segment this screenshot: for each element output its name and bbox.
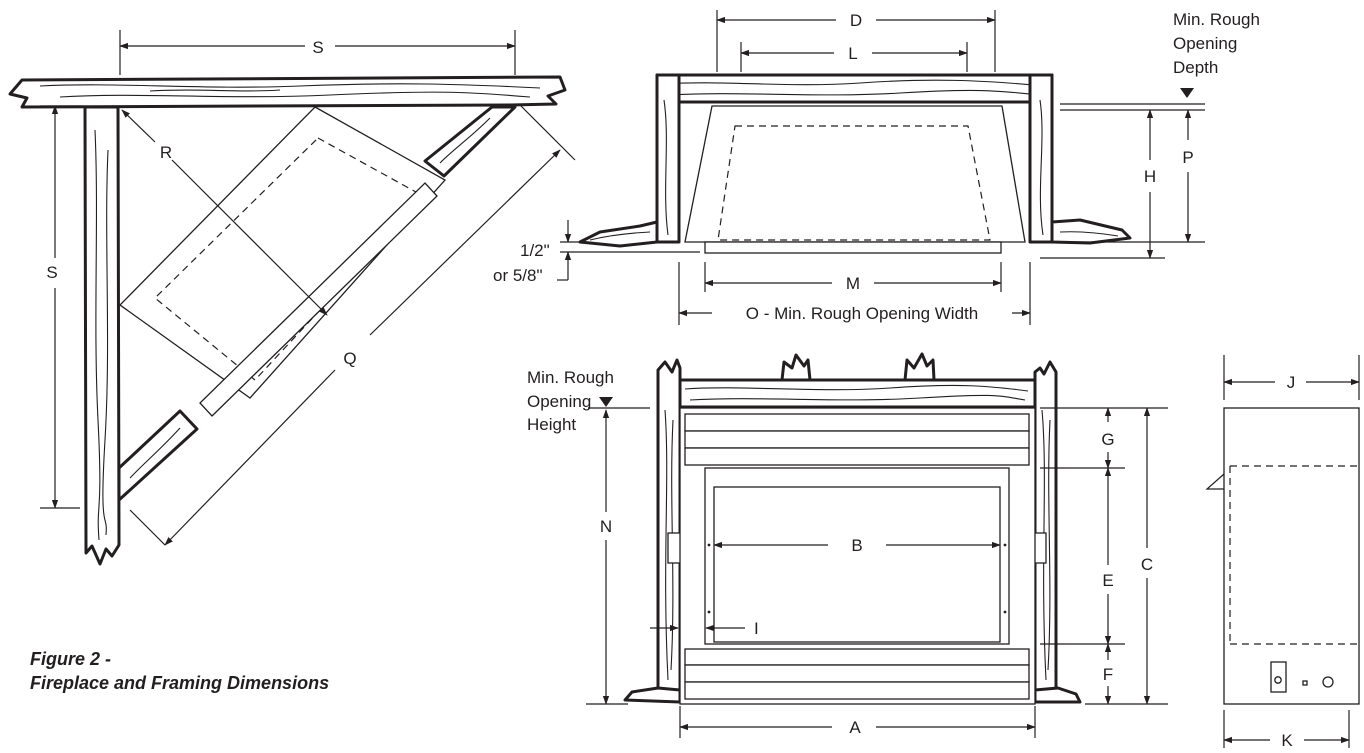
plan-header [655, 73, 1054, 104]
dim-i: I [754, 619, 759, 638]
dim-h: H [1144, 167, 1156, 186]
dim-g: G [1101, 430, 1114, 449]
left-stud [83, 105, 121, 566]
dim-c: C [1141, 555, 1153, 574]
side-view: J K [1205, 355, 1360, 750]
side-unit [1223, 407, 1360, 705]
header-beam [8, 75, 567, 109]
dim-l: L [848, 44, 857, 63]
dim-r: R [160, 143, 172, 162]
height-label-1: Min. Rough [527, 368, 614, 387]
depth-label-3: Depth [1173, 58, 1218, 77]
dim-j: J [1287, 373, 1296, 392]
front-header [675, 378, 1037, 409]
trim-label-a: 1/2" [520, 241, 550, 260]
upper-brace [423, 105, 517, 178]
dim-f: F [1103, 665, 1113, 684]
dim-n: N [600, 517, 612, 536]
dim-d: D [850, 11, 862, 30]
dim-p: P [1182, 148, 1193, 167]
caption-line1: Figure 2 - [30, 649, 111, 669]
front-view: Min. Rough Opening Height N B I G E F [527, 352, 1168, 738]
dim-e: E [1102, 571, 1113, 590]
plan-unit [684, 105, 1026, 243]
trim-label-b: or 5/8" [493, 266, 543, 285]
lower-brace [117, 409, 199, 502]
top-plan-view: D L Min. Rough Opening Depth H P 1/2" or… [493, 10, 1260, 325]
dim-b: B [851, 536, 862, 555]
depth-label-1: Min. Rough [1173, 10, 1260, 29]
dim-q: Q [343, 349, 356, 368]
depth-label-2: Opening [1173, 34, 1237, 53]
corner-top-view: S S R Q Figure 2 - Fireplace and Framing… [8, 30, 576, 693]
dim-a: A [849, 718, 861, 737]
dim-o: O - Min. Rough Opening Width [746, 304, 978, 323]
dim-m: M [846, 274, 860, 293]
plan-left-stud [655, 73, 681, 244]
height-label-3: Height [527, 415, 576, 434]
dim-s-top: S [312, 38, 323, 57]
dim-s-side: S [46, 263, 57, 282]
caption-line2: Fireplace and Framing Dimensions [30, 673, 329, 693]
front-left-stud [656, 358, 682, 692]
firebox-outline [119, 106, 447, 399]
height-label-2: Opening [527, 392, 591, 411]
dim-k: K [1281, 731, 1293, 750]
front-right-stud [1033, 360, 1058, 692]
